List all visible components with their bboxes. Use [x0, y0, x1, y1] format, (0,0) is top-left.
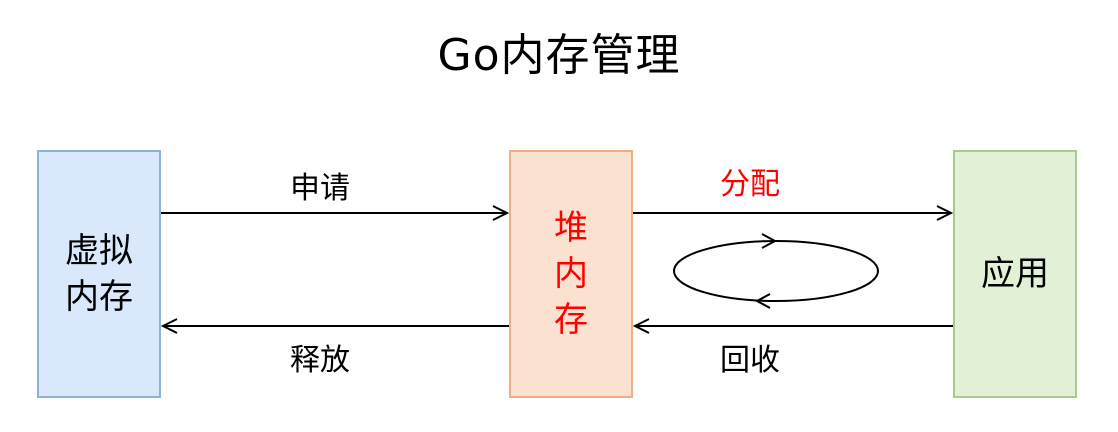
heap-memory-label: 堆内存: [554, 208, 588, 340]
apply-label: 申请: [290, 171, 350, 206]
virtual-memory-label: 虚拟内存: [65, 231, 133, 317]
apply-arrow: [161, 205, 510, 221]
release-label: 释放: [290, 343, 350, 378]
allocate-arrow: [633, 205, 954, 221]
cycle-ellipse: [673, 233, 879, 309]
diagram-title: Go内存管理: [437, 30, 681, 81]
release-arrow: [160, 318, 509, 334]
application-label: 应用: [981, 254, 1049, 294]
virtual-memory-node: 虚拟内存: [37, 150, 161, 398]
reclaim-label: 回收: [720, 343, 780, 378]
application-node: 应用: [953, 150, 1077, 398]
reclaim-arrow: [632, 318, 953, 334]
allocate-label: 分配: [720, 167, 780, 202]
heap-memory-node: 堆内存: [509, 150, 633, 398]
